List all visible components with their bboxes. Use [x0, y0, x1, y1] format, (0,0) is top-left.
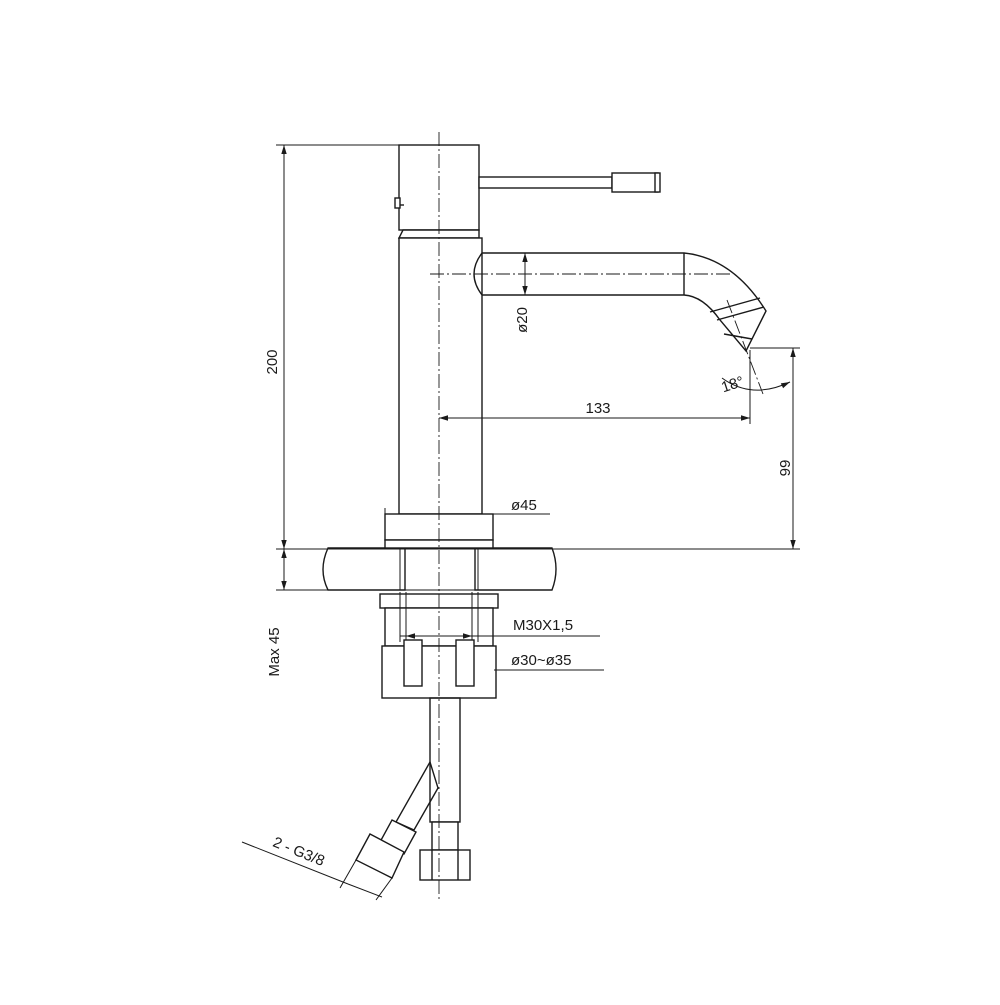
spout-angle-label: 18° — [719, 373, 746, 396]
centre-lines — [430, 132, 764, 900]
spout-diameter-label: ø20 — [514, 307, 531, 333]
spout-reach-label: 133 — [585, 400, 610, 417]
mount-thread-label: M30X1,5 — [513, 617, 573, 634]
base-diameter-label: ø45 — [511, 497, 537, 514]
spout-height-label: 99 — [777, 460, 794, 477]
countertop-section — [276, 547, 800, 591]
faucet-body — [384, 144, 767, 549]
height-total-label: 200 — [264, 349, 281, 374]
dimension-lines — [241, 144, 800, 901]
threaded-shank — [399, 552, 479, 590]
supply-hoses — [355, 697, 471, 881]
max-thickness-label: Max 45 — [266, 627, 283, 676]
hole-range-label: ø30~ø35 — [511, 652, 571, 669]
